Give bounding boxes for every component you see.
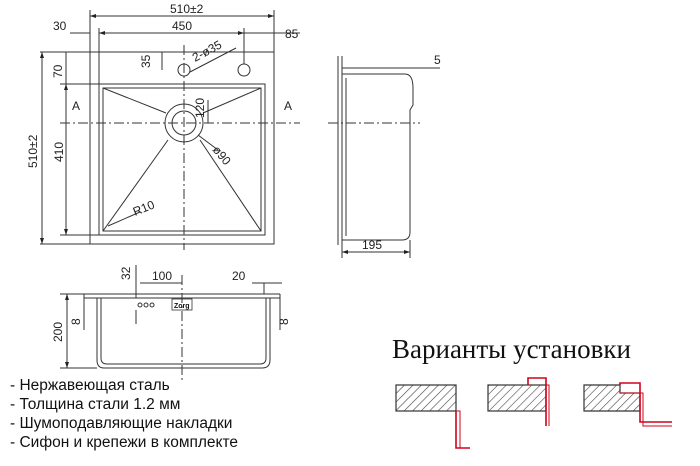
- top-view-arrows: [40, 14, 274, 244]
- dim-70: 70: [51, 64, 65, 78]
- dim-510-left: 510±2: [26, 134, 40, 168]
- side-profile: [342, 73, 414, 241]
- sink-bowl-inner: [102, 87, 262, 232]
- dim-200: 200: [51, 322, 65, 342]
- dim-450: 450: [172, 19, 192, 33]
- faucet-hole: [237, 63, 251, 77]
- top-view: [40, 10, 300, 250]
- svg-text:Zorg: Zorg: [174, 303, 190, 310]
- dim-8-left: 8: [69, 318, 83, 325]
- dim-510-top: 510±2: [170, 2, 204, 16]
- variant-overmount: [395, 384, 470, 449]
- feature-item: - Толщина стали 1.2 мм: [10, 396, 181, 413]
- dim-195: 195: [362, 238, 382, 252]
- feature-item: - Шумоподавляющие накладки: [10, 415, 233, 432]
- dim-5: 5: [434, 53, 441, 67]
- section-mark-right: A: [284, 99, 292, 113]
- section-bowl: [96, 298, 271, 369]
- dim-120: 120: [193, 98, 207, 118]
- dim-radius: R10: [131, 197, 157, 218]
- dim-35: 35: [139, 54, 153, 68]
- section-mark-left: A: [72, 99, 80, 113]
- slope-line: [199, 139, 262, 232]
- dim-8-right: 8: [277, 318, 291, 325]
- dim-hole-spec: 2-ø35: [190, 37, 225, 64]
- logo-emblem: Zorg: [171, 298, 193, 311]
- feature-item: - Сифон и крепежи в комплекте: [10, 434, 239, 451]
- dim-32: 32: [119, 266, 133, 280]
- side-view: [328, 56, 440, 258]
- sink-bowl: [98, 83, 266, 236]
- variant-flush: [583, 382, 672, 427]
- feature-item: - Нержавеющая сталь: [10, 377, 170, 394]
- dim-85: 85: [285, 27, 299, 41]
- dim-30: 30: [53, 19, 67, 33]
- slope-line: [102, 139, 169, 232]
- dim-20: 20: [232, 269, 246, 283]
- slope-line: [202, 87, 262, 114]
- features-list: - Нержавеющая сталь - Толщина стали 1.2 …: [10, 376, 238, 452]
- variant-undermount: [487, 377, 550, 426]
- sink-outer-rim: [89, 51, 275, 245]
- drain-clips: [137, 302, 155, 308]
- dim-410: 410: [52, 142, 66, 162]
- front-section-view: [60, 265, 282, 380]
- installation-heading: Варианты установки: [392, 334, 631, 364]
- slope-line: [102, 87, 167, 114]
- dim-100: 100: [152, 269, 172, 283]
